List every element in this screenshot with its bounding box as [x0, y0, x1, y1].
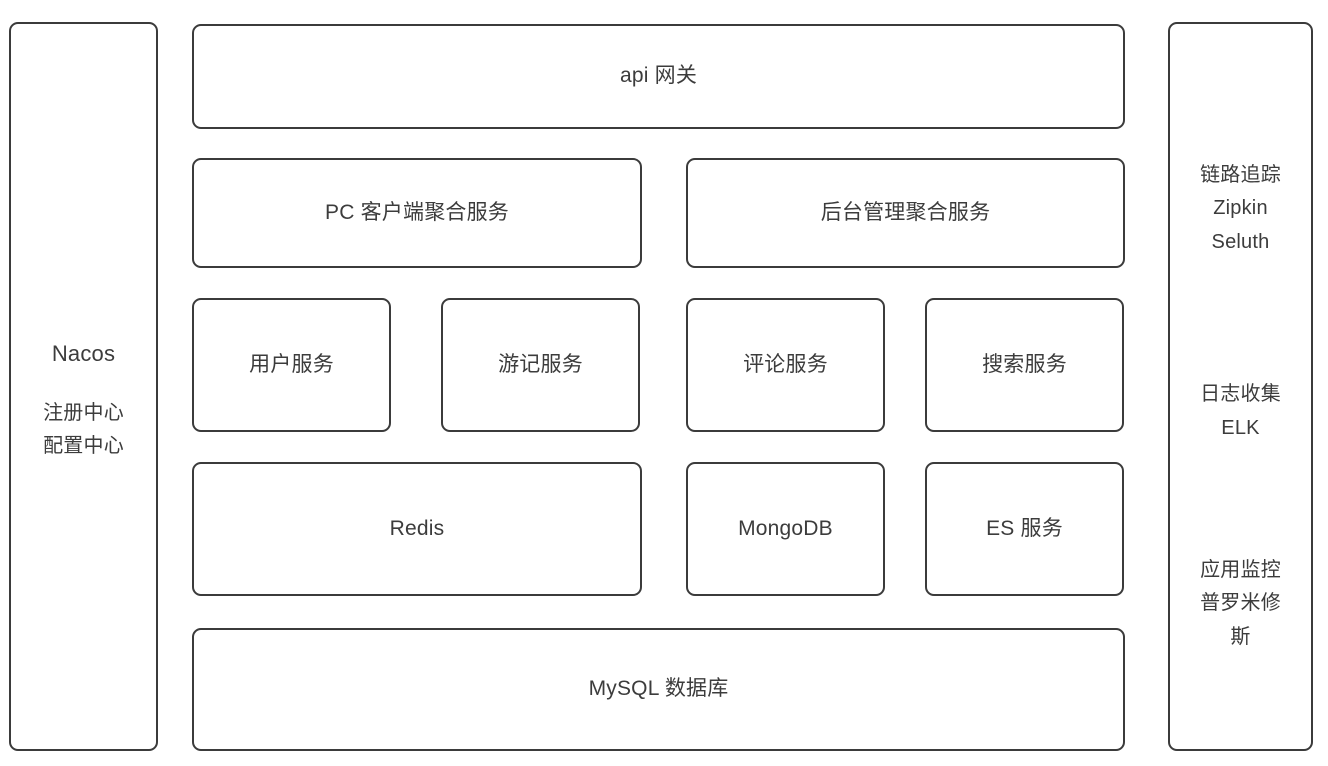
- es-service-label: ES 服务: [986, 516, 1063, 540]
- ops-monitoring-tool-line1: 普罗米修: [1200, 592, 1281, 615]
- pc-client-aggregation-service-label: PC 客户端聚合服务: [324, 200, 509, 224]
- ops-monitoring-title: 应用监控: [1200, 558, 1281, 581]
- api-gateway-label: api 网关: [619, 64, 698, 88]
- node-search-service[interactable]: 搜索服务: [925, 298, 1124, 432]
- node-pc-client-aggregation-service[interactable]: PC 客户端聚合服务: [192, 158, 642, 268]
- redis-label: Redis: [389, 516, 445, 540]
- nacos-name: Nacos: [51, 341, 116, 367]
- node-api-gateway[interactable]: api 网关: [192, 24, 1125, 129]
- ops-tracing-tool-seluth: Seluth: [1211, 230, 1270, 253]
- comment-service-label: 评论服务: [743, 352, 828, 376]
- ops-group-monitoring: 应用监控 普罗米修 斯: [1170, 539, 1311, 669]
- ops-logging-title: 日志收集: [1200, 382, 1281, 405]
- travelnote-service-label: 游记服务: [498, 352, 583, 376]
- nacos-role-config: 配置中心: [43, 435, 124, 458]
- node-nacos-registry[interactable]: Nacos 注册中心 配置中心: [9, 22, 158, 751]
- node-admin-aggregation-service[interactable]: 后台管理聚合服务: [686, 158, 1125, 268]
- user-service-label: 用户服务: [249, 352, 334, 376]
- node-user-service[interactable]: 用户服务: [192, 298, 391, 432]
- ops-tracing-tool-zipkin: Zipkin: [1213, 197, 1268, 220]
- search-service-label: 搜索服务: [982, 352, 1067, 376]
- ops-group-logging: 日志收集 ELK: [1170, 364, 1311, 459]
- ops-monitoring-tool-line2: 斯: [1230, 625, 1251, 648]
- nacos-role-registry: 注册中心: [43, 401, 124, 424]
- node-travelnote-service[interactable]: 游记服务: [441, 298, 640, 432]
- node-observability-column[interactable]: 链路追踪 Zipkin Seluth 日志收集 ELK 应用监控 普罗米修 斯: [1168, 22, 1313, 751]
- ops-tracing-title: 链路追踪: [1200, 163, 1281, 186]
- ops-group-tracing: 链路追踪 Zipkin Seluth: [1170, 144, 1311, 274]
- mysql-database-label: MySQL 数据库: [588, 677, 729, 701]
- mongodb-label: MongoDB: [738, 516, 833, 540]
- ops-logging-tool-elk: ELK: [1221, 416, 1260, 439]
- node-redis[interactable]: Redis: [192, 462, 642, 596]
- node-mongodb[interactable]: MongoDB: [686, 462, 885, 596]
- node-mysql-database[interactable]: MySQL 数据库: [192, 628, 1125, 751]
- node-es-service[interactable]: ES 服务: [925, 462, 1124, 596]
- admin-aggregation-service-label: 后台管理聚合服务: [820, 200, 991, 224]
- node-comment-service[interactable]: 评论服务: [686, 298, 885, 432]
